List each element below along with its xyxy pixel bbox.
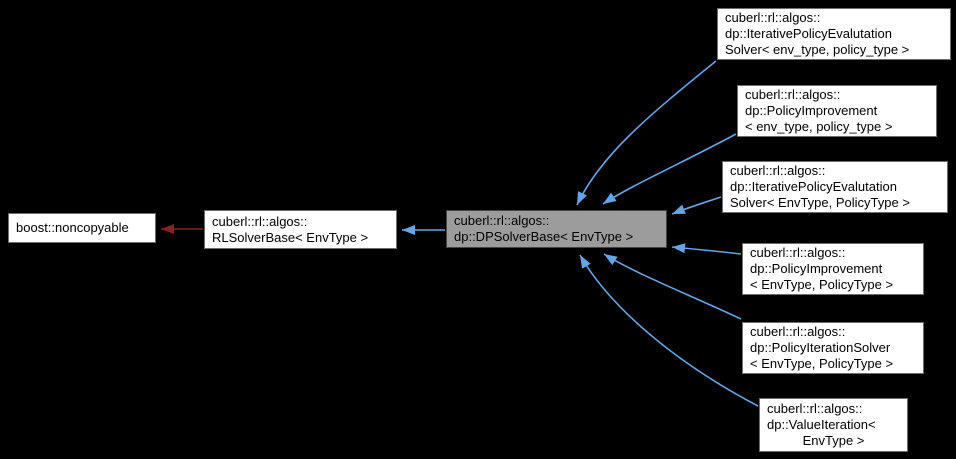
node-label: dp::IterativePolicyEvalutation [725, 26, 892, 41]
node-label: EnvType > [802, 433, 865, 448]
node-iterativepolicyevalutationsolver-upper[interactable]: cuberl::rl::algos:: dp::IterativePolicyE… [722, 161, 948, 213]
node-label: boost::noncopyable [16, 220, 129, 235]
node-boost-noncopyable[interactable]: boost::noncopyable [8, 213, 156, 243]
edge-valueiteration-to-dpsolverbase [579, 254, 759, 407]
node-label: cuberl::rl::algos:: [750, 245, 846, 260]
node-label: cuberl::rl::algos:: [730, 163, 826, 178]
node-policyiterationsolver[interactable]: cuberl::rl::algos:: dp::PolicyIterationS… [742, 322, 924, 374]
edge-iterativepolicyevalutationsolver-lower-to-dpsolverbase [576, 60, 717, 206]
node-label: dp::DPSolverBase< EnvType > [454, 229, 634, 244]
edge-policyimprovement-upper-to-dpsolverbase [671, 243, 742, 255]
node-label: dp::PolicyImprovement [750, 261, 883, 276]
node-label: RLSolverBase< EnvType > [212, 229, 369, 245]
node-label: dp::PolicyImprovement [745, 103, 878, 118]
node-label: < EnvType, PolicyType > [750, 277, 894, 292]
node-label: cuberl::rl::algos:: [767, 401, 863, 416]
node-label: < env_type, policy_type > [745, 119, 893, 134]
node-label: < EnvType, PolicyType > [750, 356, 894, 371]
node-iterativepolicyevalutationsolver-lower[interactable]: cuberl::rl::algos:: dp::IterativePolicyE… [717, 8, 951, 60]
node-policyimprovement-lower[interactable]: cuberl::rl::algos:: dp::PolicyImprovemen… [737, 85, 937, 137]
edge-policyiterationsolver-to-dpsolverbase [603, 253, 742, 320]
node-label: dp::PolicyIterationSolver [750, 340, 891, 355]
node-label: cuberl::rl::algos:: [454, 213, 550, 228]
node-label: cuberl::rl::algos:: [212, 213, 308, 229]
node-label: cuberl::rl::algos:: [750, 324, 846, 339]
node-label: dp::IterativePolicyEvalutation [730, 179, 897, 194]
node-label: cuberl::rl::algos:: [745, 87, 841, 102]
node-label: Solver< env_type, policy_type > [725, 42, 910, 57]
node-label: dp::ValueIteration< [767, 417, 876, 432]
node-dpsolverbase-current: cuberl::rl::algos:: dp::DPSolverBase< En… [446, 210, 667, 248]
node-valueiteration[interactable]: cuberl::rl::algos:: dp::ValueIteration< … [759, 398, 908, 452]
edge-iterativepolicyevalutationsolver-upper-to-dpsolverbase [671, 196, 722, 215]
node-label: Solver< EnvType, PolicyType > [730, 195, 910, 210]
node-label: cuberl::rl::algos:: [725, 10, 821, 25]
edge-policyimprovement-lower-to-dpsolverbase [602, 133, 737, 205]
node-rlsolverbase[interactable]: cuberl::rl::algos:: RLSolverBase< EnvTyp… [204, 210, 397, 249]
node-policyimprovement-upper[interactable]: cuberl::rl::algos:: dp::PolicyImprovemen… [742, 243, 924, 295]
